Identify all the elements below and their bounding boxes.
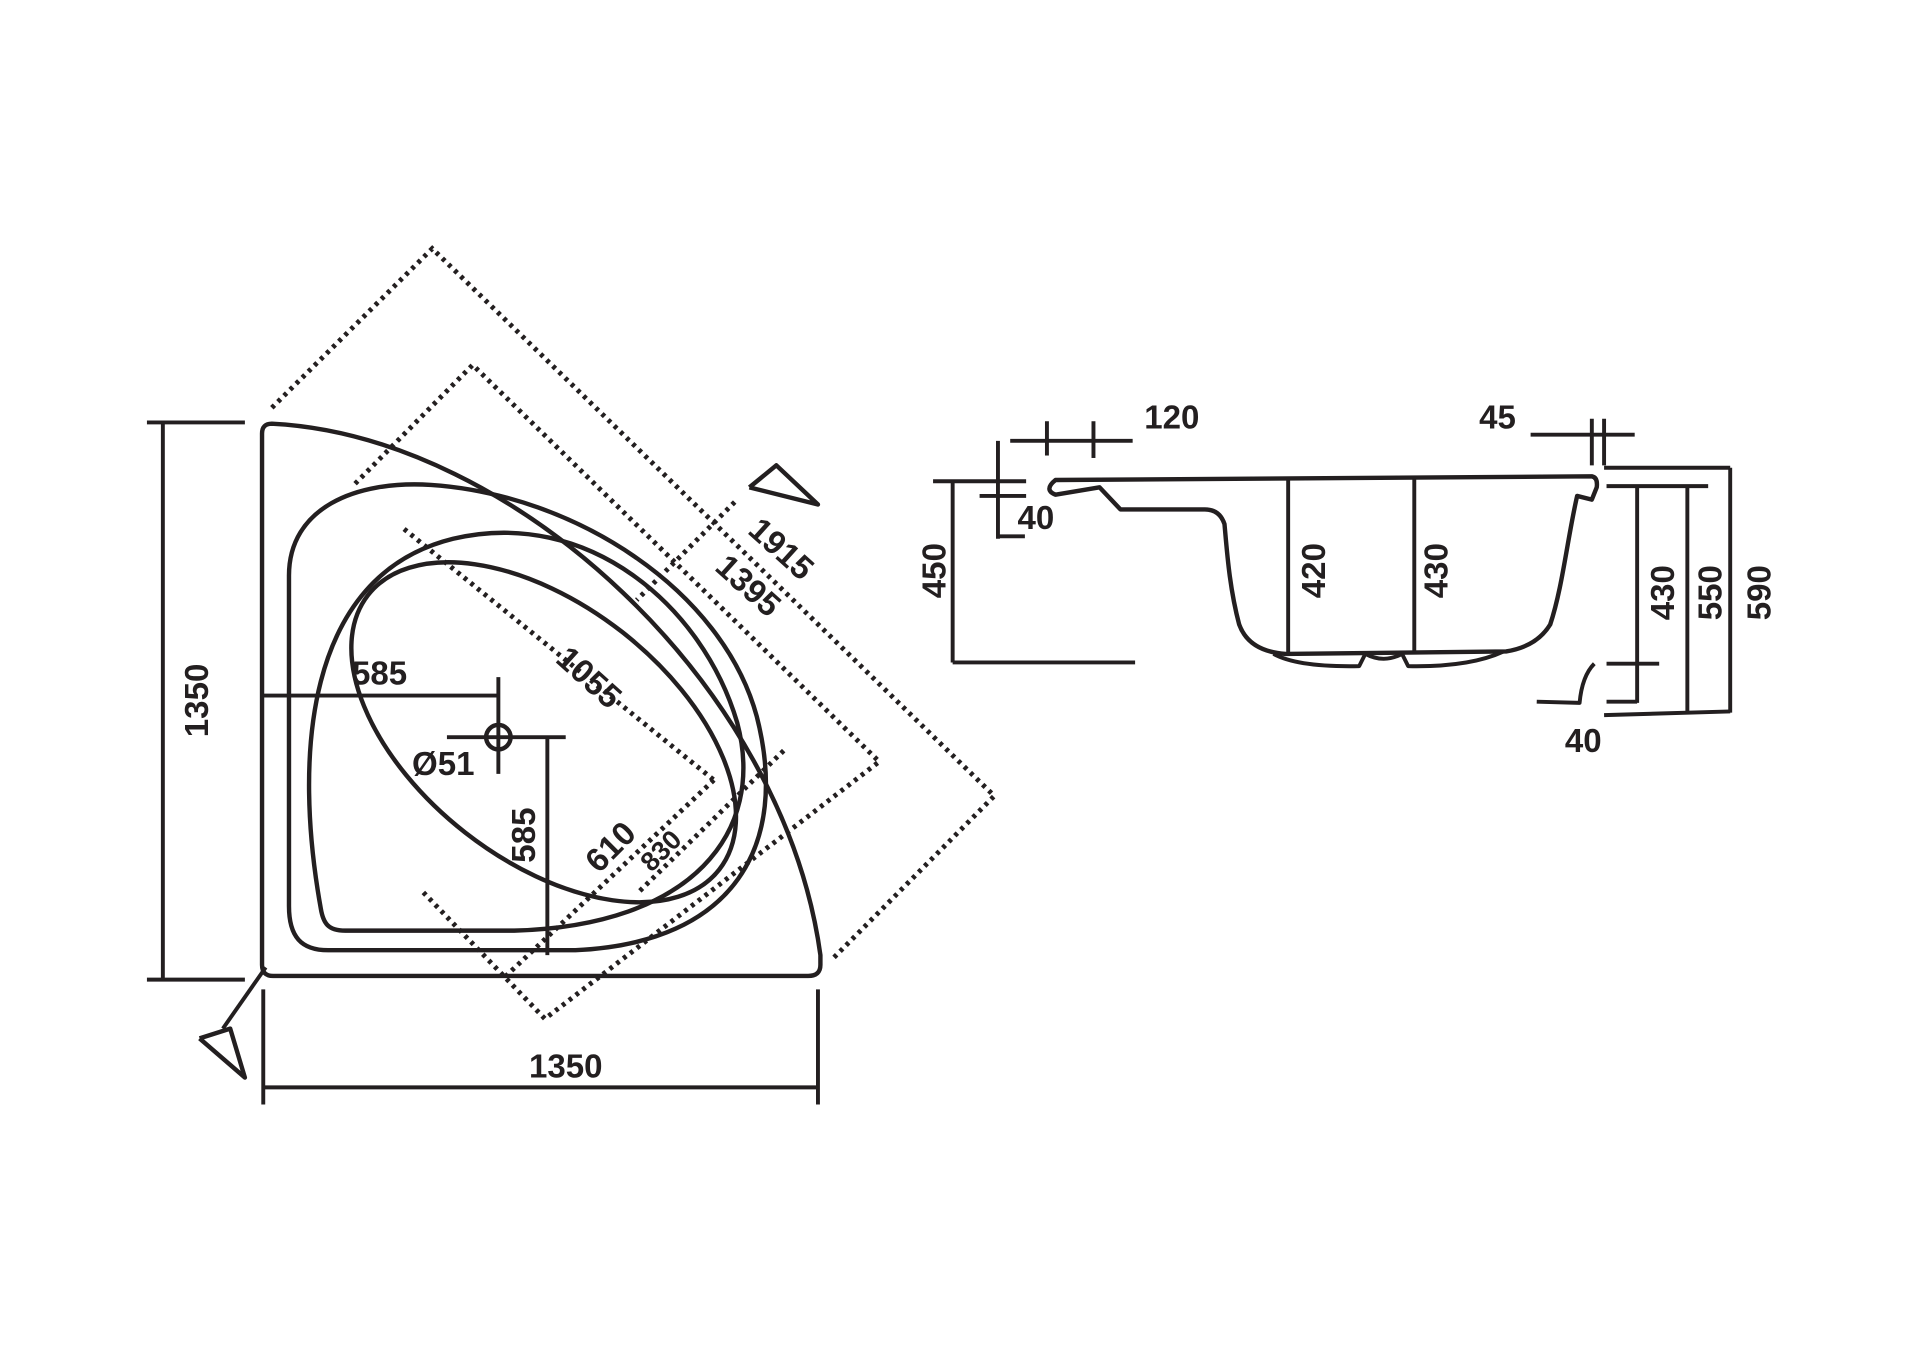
inner-basin (349, 560, 739, 905)
outer-depth-label: 430 (1645, 565, 1682, 620)
rim-contour (286, 482, 769, 953)
plan-dimension-lines (146, 420, 820, 1105)
drain-outlet-icon (483, 722, 513, 752)
depth-right-label: 430 (1418, 543, 1455, 598)
view-arrow-icon (747, 463, 821, 507)
width-dimension-label: 1350 (529, 1049, 603, 1086)
floor-height-label: 450 (916, 543, 953, 598)
overall-590-label: 590 (1742, 565, 1779, 620)
section-dimension-lines (933, 418, 1733, 718)
outlet-x-label: 585 (352, 656, 407, 693)
basin-contour (306, 530, 746, 933)
rim-thickness-label: 40 (1018, 500, 1055, 537)
outlet-y-label: 585 (506, 808, 543, 863)
view-arrow-icon (198, 1026, 248, 1080)
tub-profile (1047, 474, 1600, 657)
depth-dimension-label: 1350 (179, 664, 216, 738)
rim-edge-label: 45 (1479, 400, 1516, 437)
plan-view: 1350 1350 585 Ø51 585 1055 610 830 1915 … (146, 245, 998, 1105)
tub-feet (1272, 649, 1505, 669)
overall-550-label: 550 (1693, 565, 1730, 620)
rim-width-label: 830 (634, 824, 687, 877)
dotted-guides (270, 245, 998, 1023)
rim-width-label: 120 (1144, 400, 1199, 437)
drain-label: 40 (1565, 723, 1602, 760)
tub-outline (259, 421, 823, 979)
inner-length-label: 1055 (549, 640, 628, 717)
inner-width-label: 610 (578, 815, 643, 880)
outlet-diameter-label: Ø51 (412, 746, 474, 783)
section-view: 120 45 40 450 420 430 430 550 590 40 (916, 400, 1778, 760)
depth-left-label: 420 (1296, 543, 1333, 598)
